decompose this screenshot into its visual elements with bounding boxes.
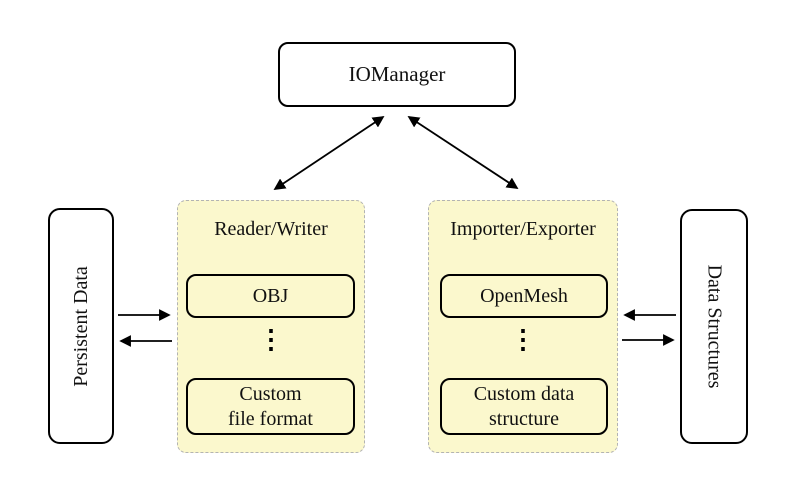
openmesh-node: OpenMesh [440,274,608,318]
persistent-data-node: Persistent Data [48,208,114,444]
custom-data-structure-label: Custom data structure [473,382,575,430]
custom-data-structure-node: Custom data structure [440,378,608,435]
custom-file-format-label: Custom file format [228,382,313,430]
iomanager-node: IOManager [278,42,516,107]
importer-exporter-title: Importer/Exporter [450,218,596,240]
persistent-data-label: Persistent Data [69,265,92,387]
openmesh-label: OpenMesh [480,284,568,307]
data-structures-label: Data Structures [703,264,726,389]
reader-writer-ellipsis: ⋮ [258,325,284,354]
data-structures-node: Data Structures [680,209,748,444]
importer-exporter-ellipsis: ⋮ [510,325,536,354]
arrow-iomanager-readerwriter [273,116,385,190]
arrow-iomanager-importerexporter [407,116,519,189]
obj-node: OBJ [186,274,355,318]
obj-label: OBJ [252,284,289,307]
iomanager-label: IOManager [348,62,446,86]
reader-writer-title: Reader/Writer [214,218,328,240]
custom-file-format-node: Custom file format [186,378,355,435]
